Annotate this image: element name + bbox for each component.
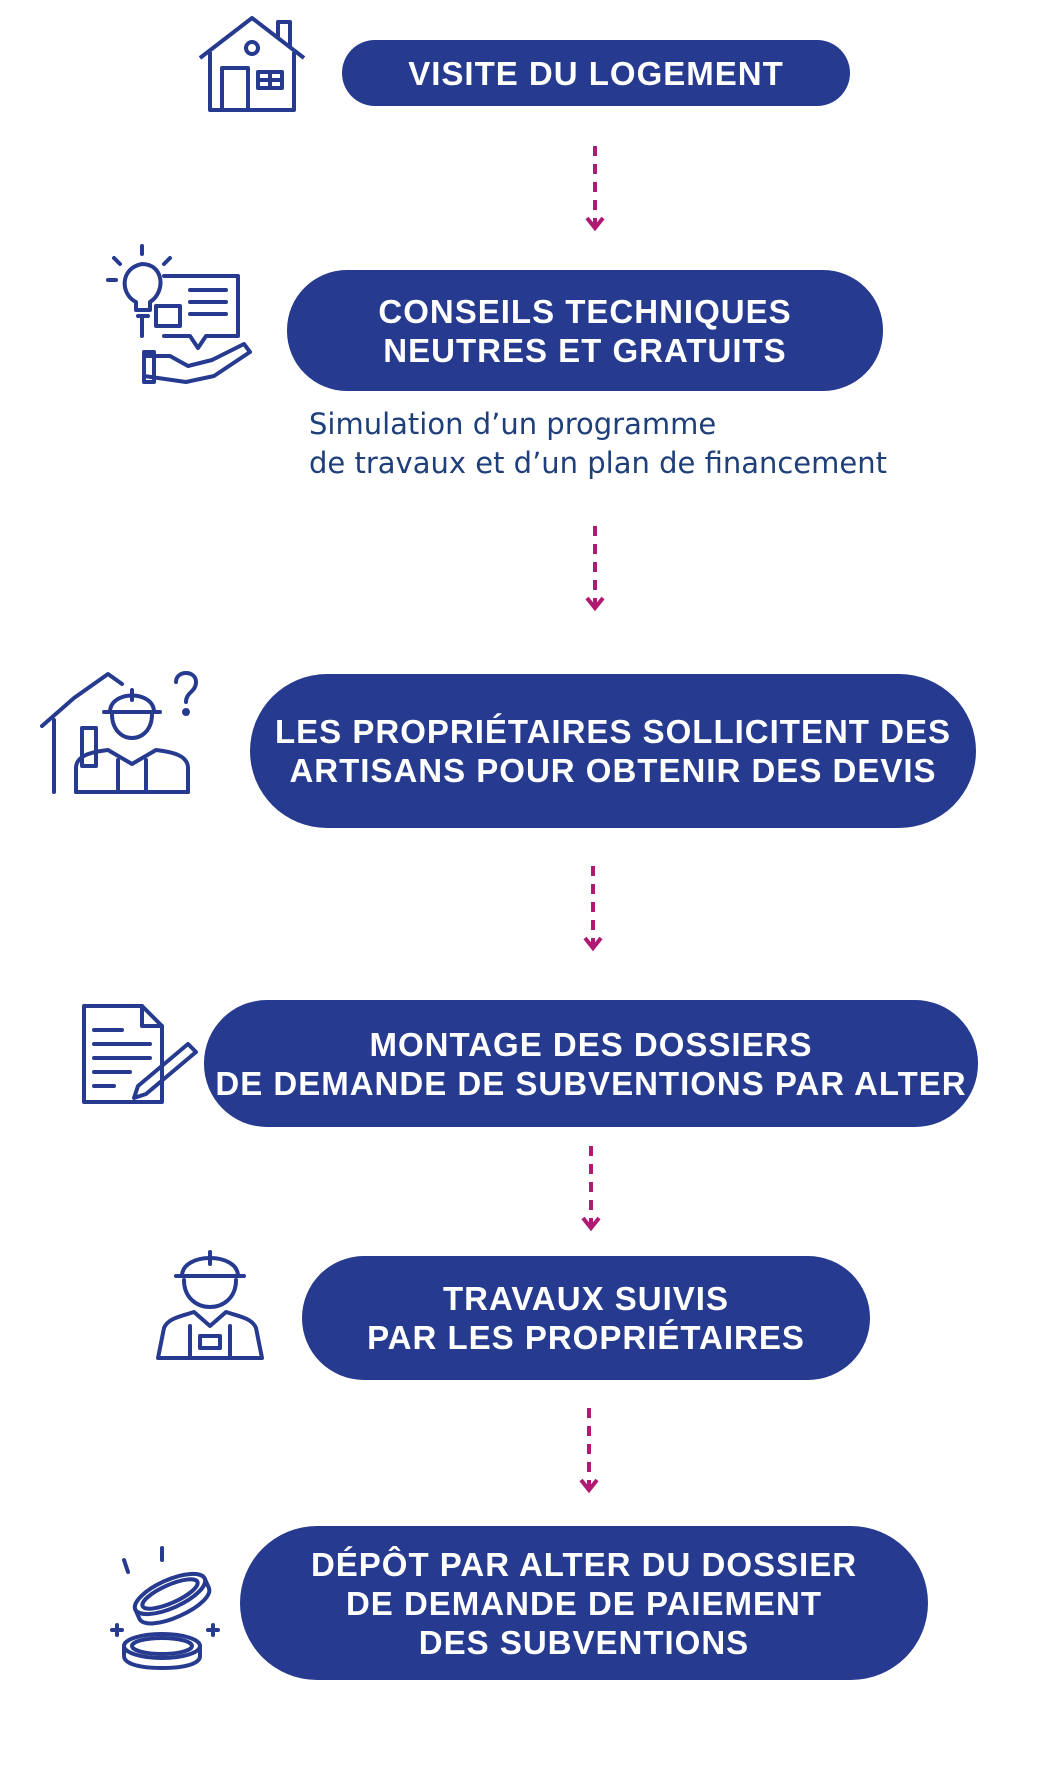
flow-arrow (578, 1408, 600, 1499)
step-5-pill: TRAVAUX SUIVIS PAR LES PROPRIÉTAIRES (302, 1256, 870, 1380)
step-3-line-1: LES PROPRIÉTAIRES SOLLICITENT DES (275, 713, 951, 750)
flow-arrow (584, 526, 606, 617)
step-4-line-2: DE DEMANDE DE SUBVENTIONS PAR ALTER (215, 1064, 967, 1102)
step-4-line-1: MONTAGE DES DOSSIERS (369, 1025, 813, 1063)
step-5-line-1: TRAVAUX SUIVIS (443, 1280, 729, 1317)
advice-icon (106, 244, 256, 400)
step-2-note: Simulation d’un programme de travaux et … (309, 405, 887, 483)
flow-arrow (580, 1146, 602, 1237)
step-6-pill: DÉPÔT PAR ALTER DU DOSSIER DE DEMANDE DE… (240, 1526, 928, 1680)
worker-house-question-icon (38, 668, 208, 798)
worker-icon (150, 1246, 270, 1362)
step-6-line-3: DES SUBVENTIONS (418, 1623, 750, 1661)
step-4-pill: MONTAGE DES DOSSIERS DE DEMANDE DE SUBVE… (204, 1000, 978, 1127)
flow-arrow (584, 146, 606, 237)
step-1-pill: VISITE DU LOGEMENT (342, 40, 850, 106)
step-6-line-1: DÉPÔT PAR ALTER DU DOSSIER (310, 1545, 858, 1583)
step-2-line-1: CONSEILS TECHNIQUES (378, 292, 792, 330)
coins-icon (104, 1546, 224, 1672)
house-icon (196, 14, 308, 114)
step-3-line-2: ARTISANS POUR OBTENIR DES DEVIS (289, 752, 937, 789)
step-3-pill: LES PROPRIÉTAIRES SOLLICITENT DES ARTISA… (250, 674, 976, 828)
step-2-pill: CONSEILS TECHNIQUES NEUTRES ET GRATUITS (287, 270, 883, 391)
step-2-line-2: NEUTRES ET GRATUITS (383, 331, 787, 369)
step-6-line-2: DE DEMANDE DE PAIEMENT (345, 1584, 823, 1622)
step-5-line-2: PAR LES PROPRIÉTAIRES (367, 1319, 805, 1356)
step-2-note-line-2: de travaux et d’un plan de financement (309, 446, 887, 480)
document-pen-icon (80, 1002, 200, 1108)
step-2-note-line-1: Simulation d’un programme (309, 407, 717, 441)
step-1-line-1: VISITE DU LOGEMENT (408, 54, 784, 92)
flow-arrow (582, 866, 604, 957)
